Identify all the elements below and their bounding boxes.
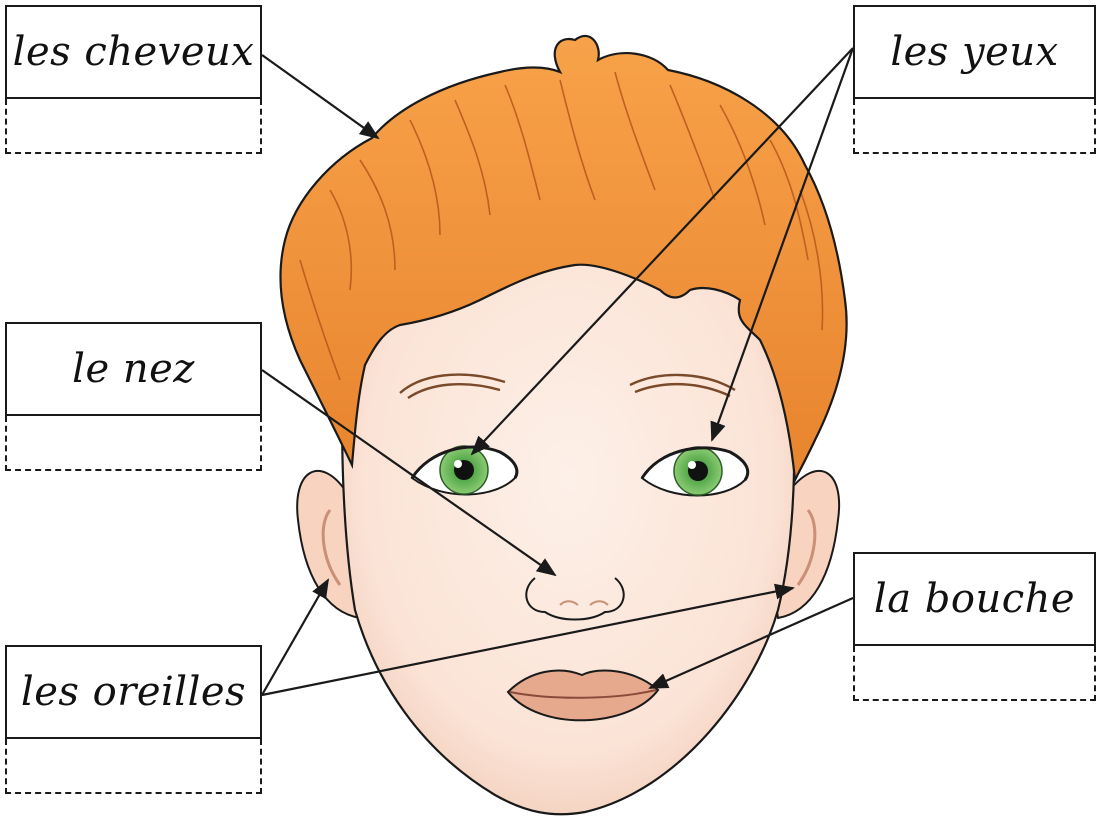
label-bouche: la bouche — [874, 576, 1075, 622]
label-nez-frame: le nez — [5, 322, 262, 416]
arrow-oreilles-left — [262, 580, 328, 695]
label-nez: le nez — [72, 346, 195, 392]
label-bouche-frame: la bouche — [853, 552, 1096, 646]
label-box-oreilles: les oreilles — [5, 645, 262, 797]
answer-field-nez[interactable] — [5, 416, 262, 471]
label-box-cheveux: les cheveux — [5, 5, 262, 157]
answer-field-oreilles[interactable] — [5, 739, 262, 794]
arrow-cheveux — [262, 55, 378, 138]
label-box-yeux: les yeux — [853, 5, 1096, 157]
label-cheveux: les cheveux — [13, 29, 255, 75]
label-yeux-frame: les yeux — [853, 5, 1096, 99]
label-box-bouche: la bouche — [853, 552, 1096, 704]
label-cheveux-frame: les cheveux — [5, 5, 262, 99]
label-yeux: les yeux — [890, 29, 1058, 75]
label-box-nez: le nez — [5, 322, 262, 474]
label-oreilles-frame: les oreilles — [5, 645, 262, 739]
answer-field-yeux[interactable] — [853, 99, 1096, 154]
answer-field-bouche[interactable] — [853, 646, 1096, 701]
label-oreilles: les oreilles — [21, 669, 246, 715]
answer-field-cheveux[interactable] — [5, 99, 262, 154]
